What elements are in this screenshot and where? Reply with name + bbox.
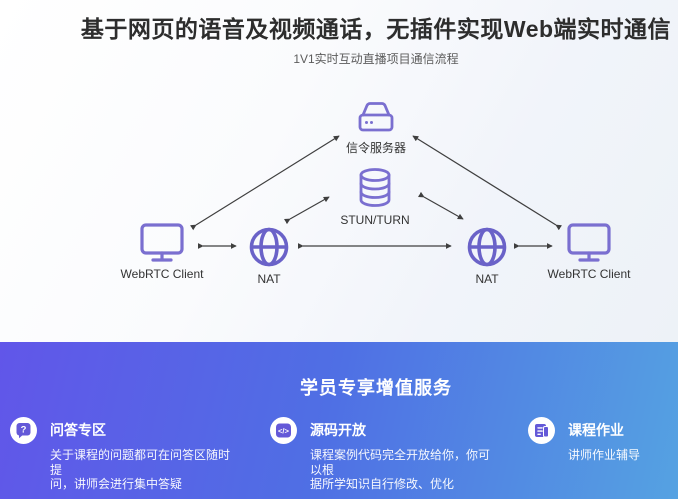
monitor-icon <box>140 223 184 262</box>
homework-icon <box>528 417 555 444</box>
arrow-clientright-signal <box>412 135 562 231</box>
arrow-clientleft-signal <box>190 135 340 231</box>
node-label: WebRTC Client <box>120 267 204 281</box>
node-label: NAT <box>257 272 281 286</box>
node-webrtc-client-left: WebRTC Client <box>112 223 212 281</box>
service-source-code: </> 源码开放 课程案例代码完全开放给你，你可 以根 据所学知识自行修改、优化 <box>270 416 515 492</box>
services-heading: 学员专享增值服务 <box>300 378 452 398</box>
service-title: 问答专区 <box>50 422 106 438</box>
arrow-natright-stun <box>417 191 464 220</box>
node-label: NAT <box>475 272 499 286</box>
database-icon <box>359 168 391 207</box>
service-title: 源码开放 <box>310 422 366 438</box>
node-stun-turn: STUN/TURN <box>325 167 425 227</box>
service-description: 关于课程的问题都可在问答区随时 提 问，讲师会进行集中答疑 <box>50 448 231 492</box>
arrow-natleft-stun <box>283 196 330 225</box>
webrtc-flow-section: 基于网页的语音及视频通话，无插件实现Web端实时通信 1V1实时互动直播项目通信… <box>0 0 678 342</box>
service-qa: ? 问答专区 关于课程的问题都可在问答区随时 提 问，讲师会进行集中答疑 <box>10 416 255 492</box>
node-signal-server: 信令服务器 <box>326 99 426 156</box>
svg-text:</>: </> <box>278 427 290 436</box>
service-title: 课程作业 <box>568 422 624 438</box>
node-label: STUN/TURN <box>340 213 410 227</box>
question-bubble-icon: ? <box>10 417 37 444</box>
node-label: WebRTC Client <box>547 267 631 281</box>
code-icon: </> <box>270 417 297 444</box>
node-nat-left: NAT <box>219 226 319 286</box>
page-title: 基于网页的语音及视频通话，无插件实现Web端实时通信 <box>80 16 672 42</box>
service-description: 课程案例代码完全开放给你，你可 以根 据所学知识自行修改、优化 <box>310 448 491 492</box>
globe-icon <box>467 227 507 267</box>
page-subtitle: 1V1实时互动直播项目通信流程 <box>293 52 459 66</box>
svg-text:?: ? <box>21 425 27 436</box>
service-homework: 课程作业 讲师作业辅导 <box>528 416 673 463</box>
globe-icon <box>249 227 289 267</box>
server-icon <box>358 102 394 132</box>
service-description: 讲师作业辅导 <box>568 448 641 462</box>
node-webrtc-client-right: WebRTC Client <box>539 223 639 281</box>
monitor-icon <box>567 223 611 262</box>
node-label: 信令服务器 <box>345 141 406 155</box>
node-nat-right: NAT <box>437 226 537 286</box>
value-added-services-section: 学员专享增值服务 ? 问答专区 关于课程的问题都可在问答区随时 提 问，讲师会进… <box>0 342 678 499</box>
